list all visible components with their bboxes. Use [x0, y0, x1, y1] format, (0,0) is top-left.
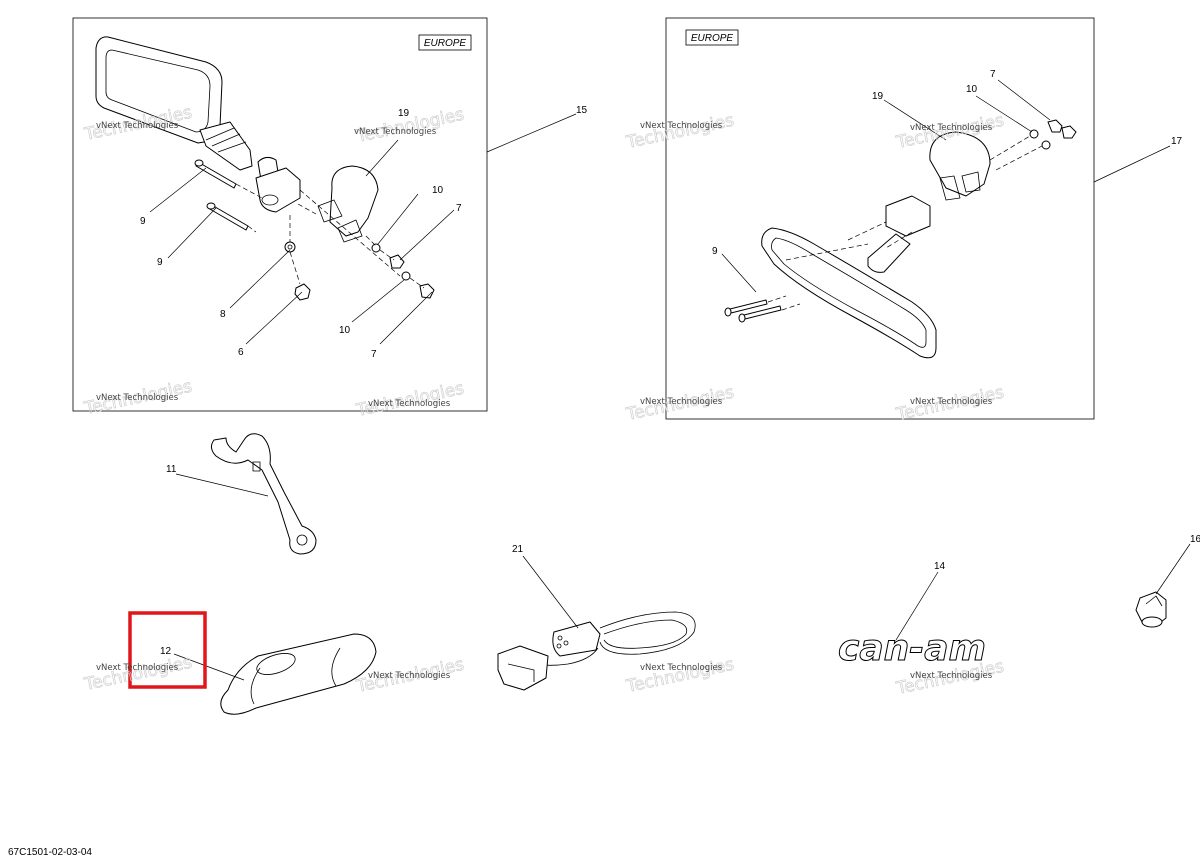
decal-14-drawing: can-am: [837, 628, 986, 670]
watermark-text: vNext Technologies: [96, 121, 179, 131]
callout-right-9: 9: [712, 246, 718, 257]
canam-logo: can-am: [838, 628, 986, 669]
watermark-text: vNext Technologies: [910, 397, 993, 407]
svg-text:Technologies: Technologies: [354, 105, 466, 148]
leader-11: [175, 473, 269, 497]
watermark-text: vNext Technologies: [354, 127, 437, 137]
watermark-text: vNext Technologies: [96, 663, 179, 673]
callout-left-7b: 7: [371, 349, 377, 360]
callout-left-19: 19: [398, 108, 410, 119]
nuts-washers-left: [284, 241, 435, 301]
leader-14: [895, 571, 939, 641]
callout-11: 11: [166, 464, 177, 475]
rearview-mirror-panel: EUROPE: [665, 17, 1095, 420]
watermark: Technologies: [624, 110, 737, 154]
side-mirror-panel: EUROPE: [72, 17, 488, 412]
clamp-19-right-drawing: [929, 131, 991, 201]
callout-left-9b: 9: [157, 257, 163, 268]
grip-cover-12-drawing: [220, 633, 377, 715]
callout-right-7: 7: [990, 69, 996, 80]
right-callouts: 7 10 19 17 9: [712, 69, 1183, 293]
rearview-mirror-drawing: [761, 227, 937, 359]
watermark-text: vNext Technologies: [910, 123, 993, 133]
callout-left-8: 8: [220, 309, 226, 320]
callout-right-19: 19: [872, 91, 884, 102]
mirror-mount-drawing: [867, 195, 931, 273]
harness-21-drawing: [497, 611, 696, 691]
callout-left-10b: 10: [339, 325, 351, 336]
callout-15: 15: [576, 105, 588, 116]
callout-left-10a: 10: [432, 185, 444, 196]
svg-text:Technologies: Technologies: [624, 111, 736, 154]
highlight-box: [128, 611, 207, 689]
clamp-19-drawing: [317, 165, 379, 243]
callout-right-10: 10: [966, 84, 978, 95]
watermark: Technologies: [624, 654, 737, 698]
region-tag: EUROPE: [424, 38, 467, 49]
watermark-text: vNext Technologies: [368, 399, 451, 409]
wrench-11-drawing: [210, 433, 317, 555]
document-code: 67C1501-02-03-04: [8, 847, 92, 858]
bolts-9-drawing: [194, 159, 249, 231]
watermark-text: vNext Technologies: [368, 671, 451, 681]
callout-17: 17: [1171, 136, 1183, 147]
leader-21: [522, 555, 579, 629]
callout-14: 14: [934, 561, 946, 572]
callout-left-7a: 7: [456, 203, 462, 214]
side-mirror-drawing: [95, 36, 301, 213]
watermark-text: vNext Technologies: [96, 393, 179, 403]
left-callouts: 9 9 8 6 19 10 7 10 7 15: [140, 105, 588, 360]
nuts-washers-right: [1029, 119, 1077, 150]
watermark-text: vNext Technologies: [910, 671, 993, 681]
watermarks: Technologies vNext Technologies Technolo…: [82, 102, 1007, 699]
bolts-9-right-drawing: [724, 299, 782, 323]
callout-left-9a: 9: [140, 216, 146, 227]
watermark-text: vNext Technologies: [640, 121, 723, 131]
callout-16: 16: [1190, 534, 1200, 545]
watermark: Technologies: [354, 104, 467, 148]
leader-12: [173, 653, 245, 681]
callout-12: 12: [160, 646, 172, 657]
watermark-text: vNext Technologies: [640, 663, 723, 673]
leader-16: [1155, 543, 1191, 595]
region-tag: EUROPE: [691, 33, 734, 44]
region-tag-box: [418, 34, 472, 51]
part-16-drawing: [1135, 591, 1167, 628]
svg-text:Technologies: Technologies: [624, 655, 736, 698]
watermark-text: vNext Technologies: [640, 397, 723, 407]
callout-21: 21: [512, 544, 524, 555]
callout-left-6: 6: [238, 347, 244, 358]
region-tag-box: [685, 29, 739, 46]
